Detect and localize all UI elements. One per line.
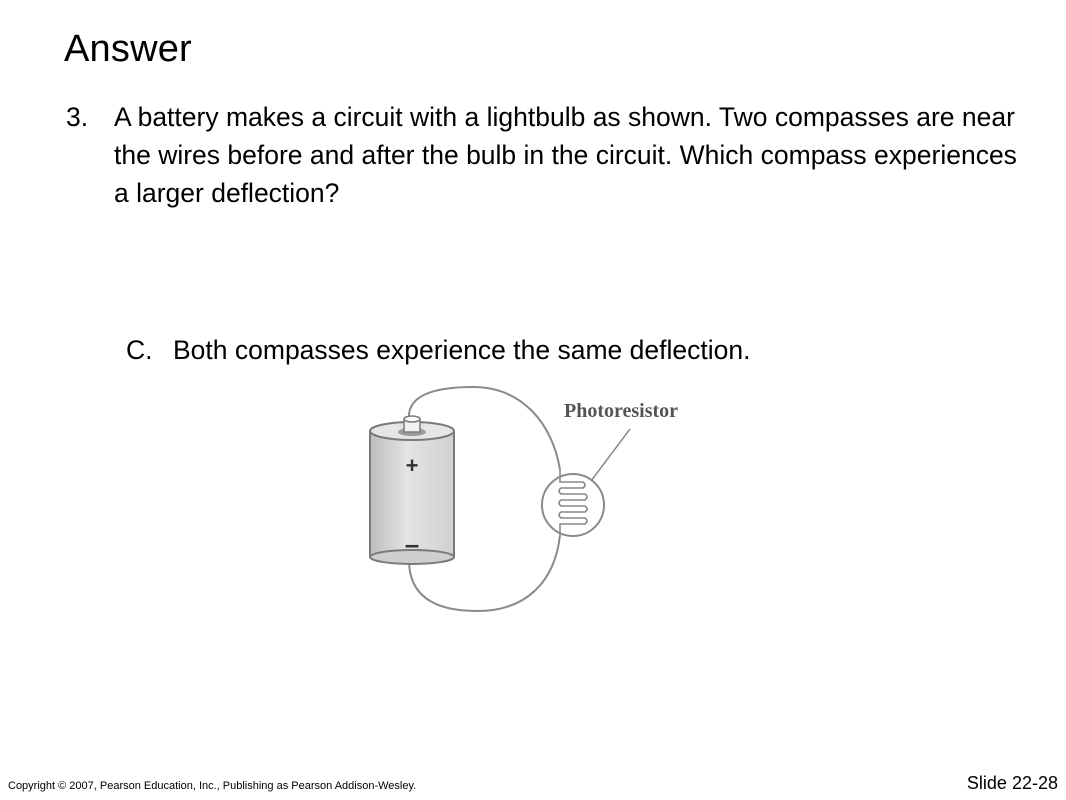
slide-number: Slide 22-28 <box>966 773 1058 793</box>
question-number: 3. <box>66 102 89 132</box>
battery-icon <box>369 415 455 565</box>
question-text: A battery makes a circuit with a lightbu… <box>114 102 1017 208</box>
top-wire <box>407 385 561 471</box>
answer-block: C. Both compasses experience the same def… <box>126 331 750 369</box>
photoresistor-icon <box>541 470 605 537</box>
copyright-notice: Copyright © 2007, Pearson Education, Inc… <box>8 780 417 792</box>
slide-title: Answer <box>64 28 192 70</box>
circuit-diagram: + – Photoresistor <box>369 385 678 613</box>
bottom-wire <box>408 534 561 613</box>
battery-minus-sign: – <box>405 529 419 559</box>
question-block: 3. A battery makes a circuit with a ligh… <box>66 98 1026 212</box>
answer-option-letter: C. <box>126 335 153 365</box>
answer-text: Both compasses experience the same defle… <box>173 335 751 365</box>
photoresistor-label: Photoresistor <box>564 400 678 422</box>
battery-plus-sign: + <box>406 453 419 478</box>
photoresistor-pointer-line <box>590 428 631 482</box>
